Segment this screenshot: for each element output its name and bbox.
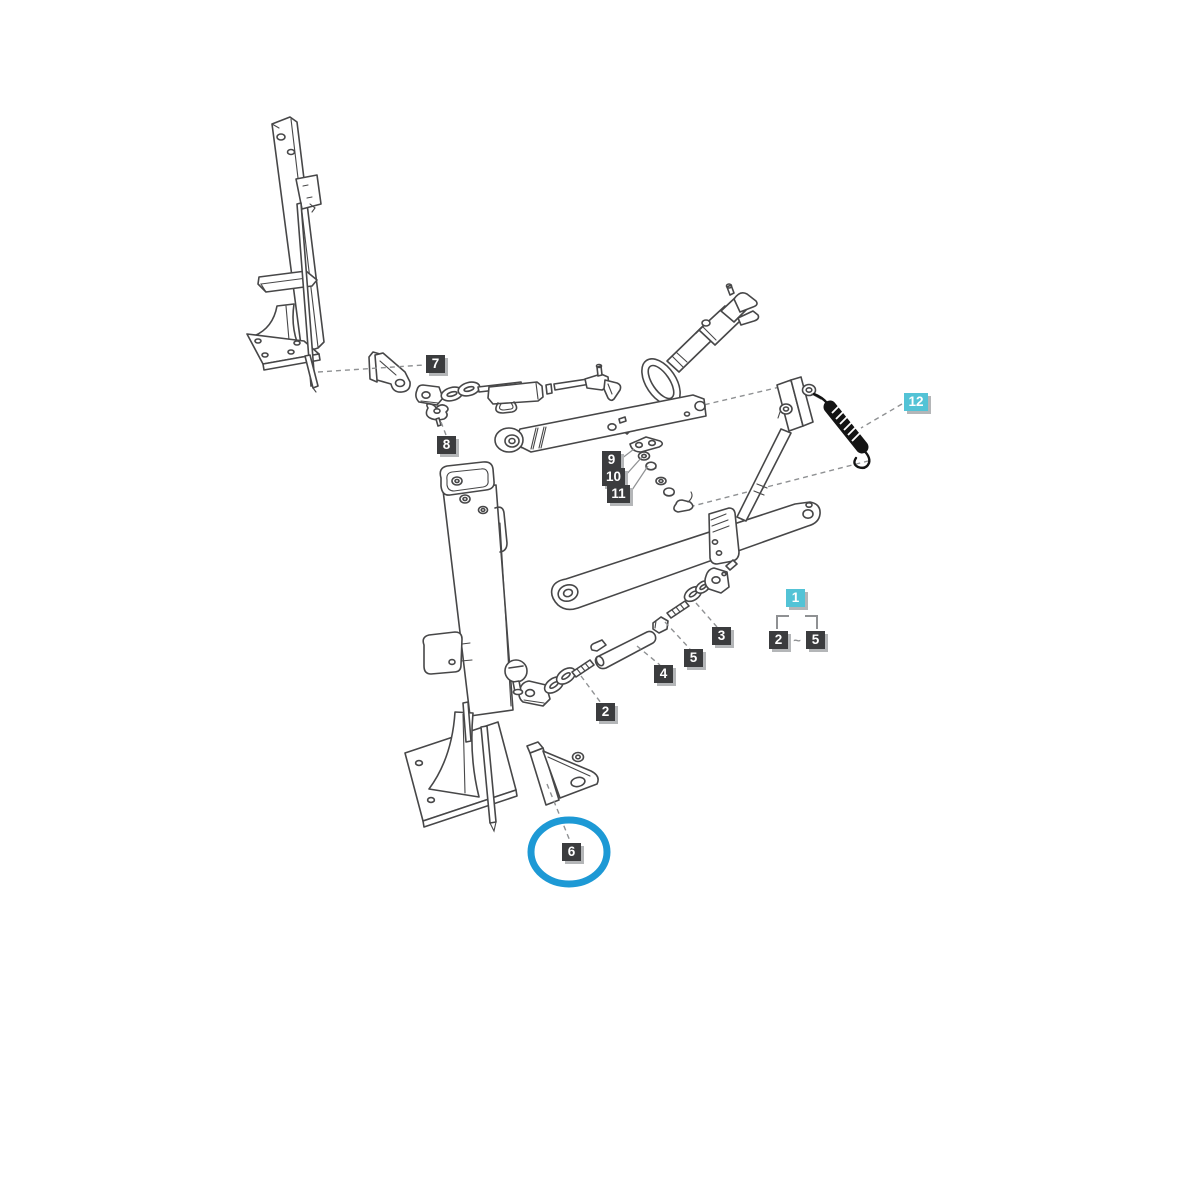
legend-range-start-2[interactable]: 2 (769, 631, 788, 649)
part8-clamp-drawing (425, 403, 449, 427)
part-callout-12[interactable]: 12 (904, 393, 928, 411)
part7-support-bracket-drawing (368, 351, 411, 393)
legend-assembly-label-1[interactable]: 1 (786, 589, 805, 607)
lift-rod-assembly-drawing (708, 376, 822, 565)
spring-drawing (812, 392, 871, 470)
part-callout-2[interactable]: 2 (596, 703, 615, 721)
legend-bracket (776, 615, 818, 629)
part-callout-5[interactable]: 5 (684, 649, 703, 667)
lower-lift-arm-drawing (550, 501, 821, 611)
part-callout-3[interactable]: 3 (712, 627, 731, 645)
stabilizer-parts-drawing (518, 559, 738, 707)
highlight-circle (527, 816, 611, 888)
legend-range-end-5[interactable]: 5 (806, 631, 825, 649)
lower-bracket-frame-drawing (404, 461, 528, 833)
part-callout-6[interactable]: 6 (562, 843, 581, 861)
check-chain-assembly-drawing (415, 363, 622, 414)
part-callout-4[interactable]: 4 (654, 665, 673, 683)
part6-anchor-bracket-drawing (526, 741, 599, 806)
part-callout-8[interactable]: 8 (437, 436, 456, 454)
part-callout-10[interactable]: 10 (602, 468, 625, 486)
callout-leader-lines (317, 364, 903, 842)
part-callout-9[interactable]: 9 (602, 451, 621, 469)
part-callout-11[interactable]: 11 (607, 485, 630, 503)
legend-range-separator: ~ (793, 633, 801, 648)
part-callout-7[interactable]: 7 (426, 355, 445, 373)
upper-lift-arm-drawing (494, 394, 707, 453)
hardware-parts-drawing (629, 436, 694, 513)
upper-bracket-frame-drawing (246, 116, 325, 393)
